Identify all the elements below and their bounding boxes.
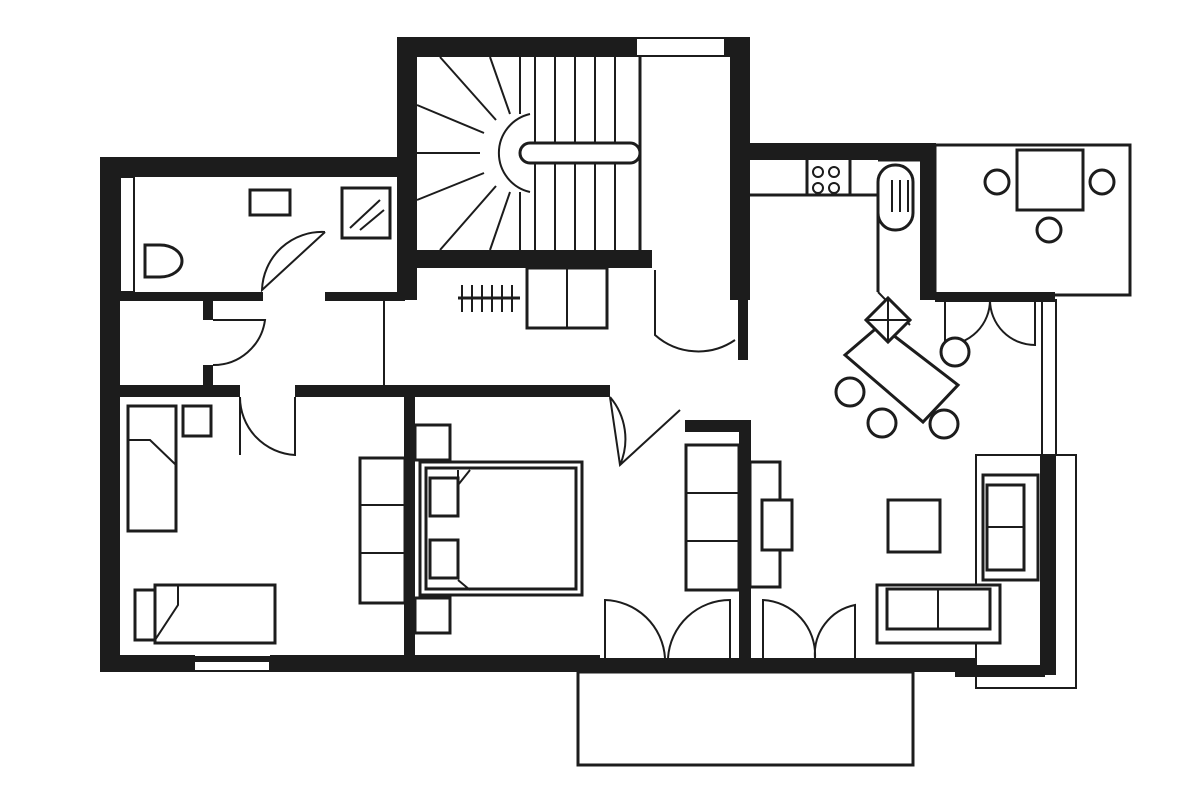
wardrobe bbox=[358, 456, 407, 605]
bedroom-window bbox=[193, 656, 271, 672]
chair bbox=[928, 408, 960, 440]
bed bbox=[153, 583, 277, 645]
dining-table bbox=[842, 323, 961, 425]
balcony bbox=[576, 670, 915, 767]
study-room bbox=[933, 143, 1132, 297]
chair bbox=[866, 407, 898, 439]
desk bbox=[1015, 148, 1085, 212]
bed bbox=[126, 404, 178, 533]
nightstand bbox=[413, 423, 452, 462]
bedroom1-door[interactable] bbox=[238, 396, 296, 457]
entry-door[interactable] bbox=[654, 270, 736, 353]
closet-door[interactable] bbox=[212, 319, 267, 367]
sink bbox=[876, 163, 915, 232]
chair bbox=[939, 336, 971, 368]
nightstand bbox=[181, 404, 213, 438]
wc-door[interactable] bbox=[260, 230, 326, 293]
chair bbox=[834, 376, 866, 408]
wc-fixtures bbox=[143, 186, 392, 279]
nightstand bbox=[413, 596, 452, 635]
walls bbox=[100, 37, 1056, 677]
chair bbox=[1035, 216, 1063, 244]
chair bbox=[983, 168, 1011, 196]
top-opening bbox=[635, 37, 726, 57]
wc-window bbox=[119, 176, 135, 293]
side-table bbox=[760, 498, 794, 552]
staircase bbox=[416, 56, 642, 251]
sink bbox=[248, 188, 292, 217]
bedroom-1 bbox=[126, 404, 407, 645]
chair bbox=[1088, 168, 1116, 196]
balcony-door-1[interactable] bbox=[604, 598, 731, 659]
kitchen-living bbox=[748, 158, 1040, 645]
stove-icon bbox=[812, 166, 840, 194]
bedroom-2 bbox=[413, 423, 741, 635]
bedroom2-door[interactable] bbox=[609, 396, 681, 468]
coffee-table bbox=[886, 498, 942, 554]
handrail bbox=[518, 141, 642, 165]
toilet bbox=[143, 243, 184, 279]
hallway-items bbox=[458, 266, 609, 330]
balcony-door-2[interactable] bbox=[762, 598, 856, 659]
doors bbox=[212, 230, 1036, 659]
wardrobe bbox=[684, 443, 741, 592]
